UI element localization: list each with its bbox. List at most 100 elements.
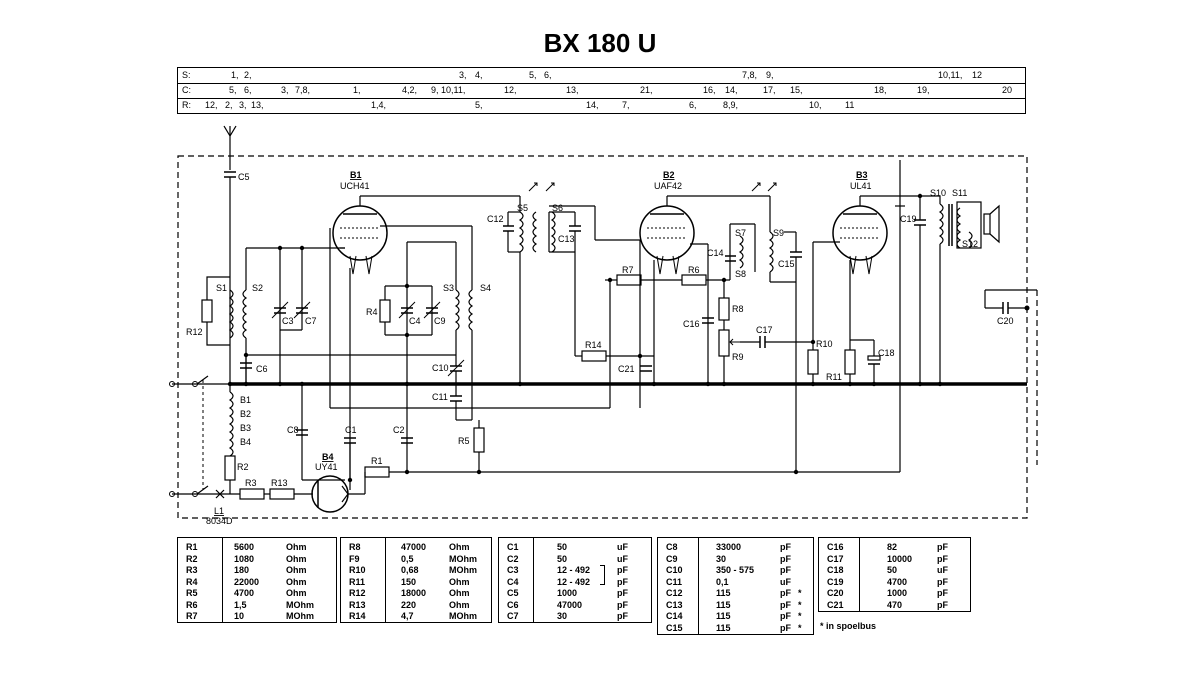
resistor-r6 (681, 274, 707, 286)
reference-entry: 14, (725, 85, 738, 95)
parts-cell: R8 (349, 542, 361, 552)
parts-cell: * (798, 588, 802, 598)
parts-cell: C12 (666, 588, 683, 598)
parts-cell: R3 (186, 565, 198, 575)
parts-cell: 50 (557, 542, 568, 552)
reference-entry: 12 (972, 70, 983, 80)
reference-row: R:12,2,3,13,1,4,5,14,7,6,8,9,10,11 (178, 98, 1025, 113)
parts-cell: Ohm (286, 553, 307, 564)
parts-cell: 12 - 492 (557, 576, 591, 587)
resistor-r12 (201, 276, 230, 346)
parts-cell: 33000 (716, 542, 742, 552)
label-r9: R9 (732, 352, 744, 362)
reference-entry: 2, (225, 100, 233, 110)
capacitor-c21 (640, 365, 652, 372)
potentiometer-r9 (718, 329, 730, 357)
reference-row-label: C: (182, 85, 191, 95)
junction-dots (227, 193, 943, 483)
output-transformer (938, 196, 982, 384)
label-r4: R4 (366, 307, 378, 317)
parts-cell: 0,5 (401, 553, 414, 564)
parts-cell: 50 (557, 553, 568, 564)
label-c11: C11 (432, 392, 448, 402)
label-r10: R10 (816, 339, 833, 349)
parts-cell: 12 - 492 (557, 565, 591, 575)
reference-entry: 18, (874, 85, 887, 95)
parts-cell: pF (937, 576, 948, 587)
reference-entry: 4, (475, 70, 483, 80)
reference-entry: 9, (766, 70, 774, 80)
capacitor-c16 (702, 317, 714, 324)
parts-cell: MOhm (449, 611, 477, 621)
label-c19: C19 (900, 214, 917, 224)
resistor-r7 (616, 274, 642, 286)
parts-cell: C15 (666, 622, 683, 633)
label-r13: R13 (271, 478, 288, 488)
resistor-r8 (718, 297, 730, 321)
parts-cell: 1000 (887, 588, 908, 598)
if-transformer-1 (503, 182, 581, 384)
parts-cell: 115 (716, 599, 731, 610)
resistor-r2 (224, 455, 236, 481)
page-title: BX 180 U (543, 28, 657, 58)
parts-cell: C13 (666, 599, 683, 610)
label-r3: R3 (245, 478, 257, 488)
resistor-r5 (473, 427, 485, 453)
capacitor-c17 (759, 336, 766, 348)
label-c2: C2 (393, 425, 405, 435)
reference-entry: 1, (231, 70, 239, 80)
label-s3: S3 (443, 283, 454, 293)
label-s1: S1 (216, 283, 227, 293)
antenna-icon (223, 125, 237, 170)
label-s9: S9 (773, 228, 784, 238)
reference-entry: 20 (1002, 85, 1013, 95)
parts-cell: 220 (401, 599, 417, 610)
parts-cell: pF (780, 542, 791, 552)
label-c10: C10 (432, 363, 449, 373)
parts-cell: R1 (186, 542, 198, 552)
reference-entry: 14, (586, 100, 599, 110)
reference-entry: 6, (689, 100, 697, 110)
capacitor-c2 (401, 384, 413, 472)
parts-cell: pF (937, 599, 948, 610)
parts-cell: C5 (507, 588, 519, 598)
parts-cell: 47000 (401, 542, 427, 552)
parts-cell: MOhm (286, 599, 314, 610)
label-b2-fil: B2 (240, 409, 251, 419)
parts-cell: MOhm (449, 565, 477, 575)
parts-cell: uF (617, 553, 628, 564)
label-c12: C12 (487, 214, 504, 224)
reference-entry: 3, (459, 70, 467, 80)
reference-entry: 6, (244, 85, 252, 95)
table-divider (385, 538, 386, 622)
reference-entry: 7,8, (742, 70, 758, 80)
parts-cell: pF (780, 588, 791, 598)
parts-cell: R2 (186, 553, 198, 564)
parts-cell: pF (780, 565, 791, 575)
reference-entry: 5, (475, 100, 483, 110)
parts-cell: 1000 (557, 588, 578, 598)
label-r7: R7 (622, 265, 634, 275)
reference-entry: 3, (239, 100, 247, 110)
parts-cell: 0,68 (401, 565, 419, 575)
coil-s1 (228, 289, 234, 339)
parts-cell: * (798, 611, 802, 621)
label-s5: S5 (517, 203, 528, 213)
parts-cell: C17 (827, 553, 844, 564)
label-s8: S8 (735, 269, 746, 279)
label-l1: L1 (214, 506, 224, 516)
parts-cell: R12 (349, 588, 366, 598)
reference-entry: 21, (640, 85, 653, 95)
label-r2: R2 (237, 462, 249, 472)
label-s6: S6 (552, 203, 563, 213)
parts-cell: Ohm (286, 576, 307, 587)
parts-cell: pF (617, 599, 628, 610)
parts-cell: C4 (507, 576, 519, 587)
parts-cell: C21 (827, 599, 844, 610)
reference-entry: 15, (790, 85, 803, 95)
table-divider (533, 538, 534, 622)
table-divider (698, 538, 699, 634)
coil-s3 (454, 289, 460, 331)
